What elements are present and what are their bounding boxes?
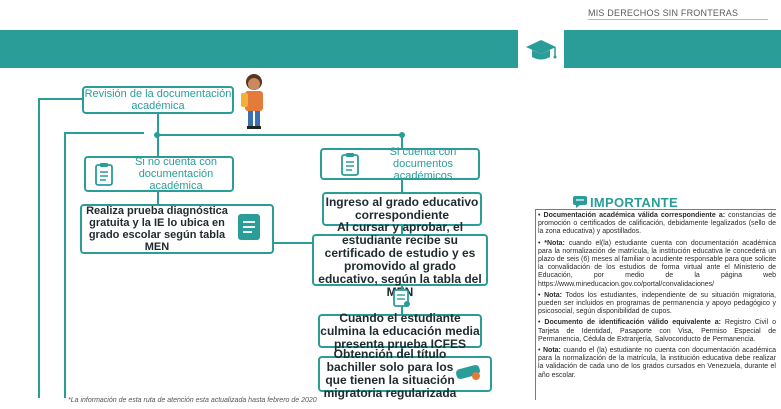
important-item: • Documento de identificación válido equ…: [538, 319, 776, 344]
cursar-label: Al cursar y aprobar, el estudiante recib…: [318, 220, 482, 299]
footnote: *La información de esta ruta de atención…: [68, 397, 317, 404]
left-branch-down: [157, 136, 159, 156]
document-icon: [238, 214, 260, 240]
bullet: •: [538, 212, 544, 219]
important-item-text: Todos los estudiantes, independiente de …: [538, 291, 776, 316]
ingreso-connector: [401, 226, 403, 234]
start-label: Revisión de la documentación académica: [84, 88, 232, 112]
culmina-label: Cuando el estudiante culmina la educació…: [320, 310, 480, 351]
important-panel: [535, 209, 776, 400]
important-item-text: cuando el(la) estudiante cuenta con docu…: [538, 239, 776, 288]
left-to-cursar: [274, 242, 312, 244]
important-item: • Nota: Todos los estudiantes, independi…: [538, 292, 776, 317]
important-item-text: constancias de promoción o certificados …: [538, 212, 776, 236]
bullet: •: [538, 347, 543, 355]
important-list: • Documentación académica válida corresp…: [538, 212, 776, 383]
important-item-lead: Documentación académica válida correspon…: [543, 212, 726, 219]
start-connector: [157, 114, 159, 136]
important-item-lead: *Nota:: [544, 239, 565, 247]
inner-rail-top: [64, 132, 144, 134]
important-item-text: cuando el (la) estudiante no cuenta con …: [538, 347, 776, 379]
no-docs-step-label: Realiza prueba diagnóstica gratuita y la…: [86, 205, 228, 253]
important-item: • Documentación académica válida corresp…: [538, 212, 776, 237]
titulo-label: Obtención del título bachiller solo para…: [323, 347, 457, 400]
chat-bubble-icon: [573, 196, 587, 208]
inner-rail: [64, 132, 66, 398]
important-title: IMPORTANTE: [590, 195, 678, 210]
important-item: • Nota: cuando el (la) estudiante no cue…: [538, 347, 776, 380]
cursar-box: Al cursar y aprobar, el estudiante recib…: [312, 221, 488, 299]
certificate-icon: [393, 289, 410, 307]
bullet: •: [538, 319, 545, 327]
has-docs-label: Si cuenta con documentos académicos: [389, 146, 457, 182]
header-band: [0, 30, 781, 68]
cap-badge: [518, 22, 564, 72]
left-step-connector: [157, 192, 159, 204]
outer-rail: [38, 98, 40, 398]
graduation-cap-icon: [526, 40, 557, 60]
start-box: Revisión de la documentación académica: [82, 86, 234, 114]
has-docs-connector: [401, 180, 403, 192]
clipboard-icon: [95, 163, 113, 186]
important-item-text: Registro Civil o Tarjeta de Identidad, P…: [538, 319, 776, 343]
important-item-lead: Nota:: [543, 347, 561, 355]
split-horizontal: [157, 134, 402, 136]
bullet: •: [538, 291, 545, 299]
brand-title: MIS DERECHOS SIN FRONTERAS: [588, 8, 739, 18]
bullet: •: [538, 239, 545, 247]
no-docs-label: Si no cuenta con documentación académica: [135, 156, 217, 192]
important-item-lead: Nota:: [544, 291, 562, 299]
clipboard-icon: [341, 153, 359, 176]
right-branch-down: [401, 136, 403, 148]
diploma-icon: [456, 364, 480, 380]
culmina-box: Cuando el estudiante culmina la educació…: [318, 310, 482, 351]
brand-rule: [588, 19, 768, 20]
split-dot-right: [399, 132, 405, 138]
ingreso-box: Ingreso al grado educativo correspondien…: [322, 192, 482, 226]
ingreso-label: Ingreso al grado educativo correspondien…: [325, 195, 479, 222]
split-dot-left: [154, 132, 160, 138]
important-item: • *Nota: cuando el(la) estudiante cuenta…: [538, 240, 776, 289]
outer-rail-top: [38, 98, 82, 100]
important-item-lead: Documento de identificación válido equiv…: [544, 319, 721, 327]
culmina-connector: [401, 348, 403, 356]
student-illustration: [241, 74, 263, 129]
no-docs-box: Si no cuenta con documentación académica: [84, 156, 234, 192]
